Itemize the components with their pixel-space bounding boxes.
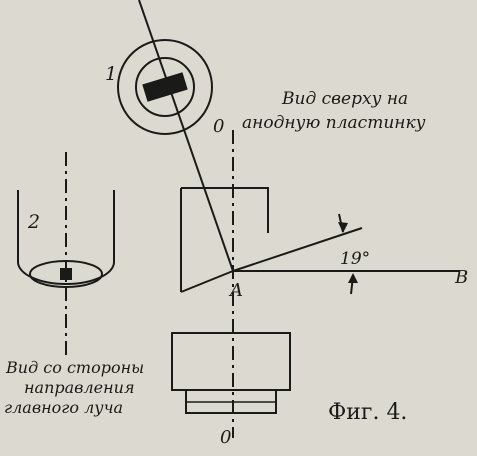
cathode-block	[171, 332, 291, 391]
spot-marker-2	[60, 268, 72, 280]
caption-top-view-line-2: анодную пластинку	[242, 113, 426, 133]
anode-inner-circle	[135, 57, 195, 117]
cylinder-2-outline	[17, 190, 115, 285]
ray-19-degree	[232, 227, 363, 272]
arrowhead-lower	[348, 273, 358, 283]
label-angle: 19°	[340, 249, 370, 269]
label-point-a: A	[228, 280, 243, 301]
caption-side-view-line-2: направления	[24, 378, 135, 397]
anode-slanted-face	[180, 270, 234, 293]
cylinder-2-inner-ellipse	[29, 260, 103, 288]
caption-side-view-line-1: Вид со стороны	[5, 358, 144, 377]
caption-top-view-line-1: Вид сверху на	[281, 89, 408, 109]
focal-spot-rect	[142, 72, 188, 102]
label-num-2: 2	[27, 211, 40, 233]
anode-outer-circle	[117, 39, 213, 135]
label-axis-bottom: 0	[220, 427, 231, 448]
figure-caption: Фиг. 4.	[328, 400, 407, 425]
main-ray	[138, 0, 234, 272]
caption-side-view-line-3: главного луча	[4, 398, 123, 417]
label-point-b: B	[454, 267, 468, 288]
label-num-1: 1	[105, 63, 117, 85]
label-axis-top: 0	[213, 116, 224, 137]
anode-upper-body	[181, 187, 269, 233]
arrowhead-upper	[338, 222, 348, 233]
